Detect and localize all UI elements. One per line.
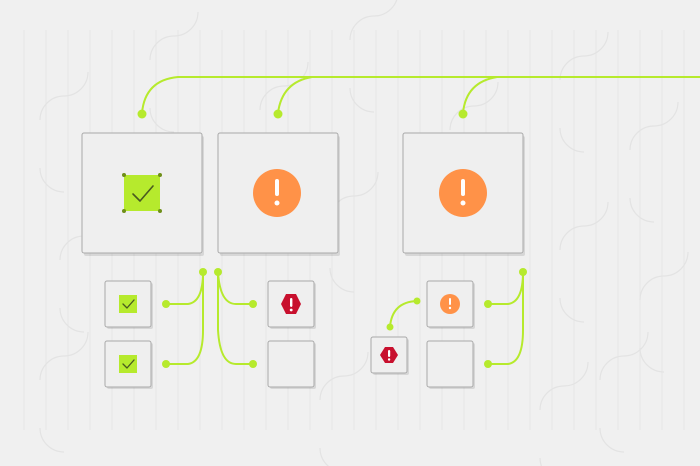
connector-dot: [214, 268, 222, 276]
background-curve: [149, 107, 175, 133]
large-warning-tile-2: [402, 132, 525, 256]
background-curve: [559, 127, 585, 153]
exclamation-circle-icon: [253, 169, 301, 217]
left-group-wire-2: [165, 271, 204, 365]
background-curve: [629, 101, 679, 151]
background-curve: [559, 31, 609, 81]
connector-dot: [519, 268, 527, 276]
small-check-tile-2: [104, 340, 153, 389]
exclamation-octagon-icon: [380, 347, 398, 363]
connector-dot: [458, 109, 468, 119]
background-curve: [539, 361, 589, 411]
background-curve: [39, 331, 89, 381]
large-warning-tile-1: [217, 132, 340, 256]
top-branch-wire-2: [277, 76, 313, 114]
connector-dot: [273, 109, 283, 119]
background-curve: [39, 427, 65, 453]
background-curve: [259, 61, 309, 111]
connector-dot: [162, 360, 170, 368]
right-group-wire-2: [487, 271, 524, 365]
small-error-tile-1: [267, 280, 316, 329]
connector-dot: [249, 360, 257, 368]
background-curve: [39, 71, 89, 121]
background-curve: [319, 351, 369, 401]
background-curve: [149, 11, 199, 61]
connector-dot: [249, 300, 257, 308]
small-error-tile-2: [370, 336, 409, 375]
background-curve: [449, 81, 499, 131]
small-check-tile-1: [104, 280, 153, 329]
background-curve: [319, 447, 330, 466]
top-bus-wire: [141, 76, 700, 114]
small-empty-tile-2: [426, 340, 475, 389]
checkmark-icon: [119, 295, 137, 313]
background-curve: [599, 427, 625, 453]
background-curve: [559, 297, 585, 323]
background-curve: [599, 331, 649, 381]
checkmark-icon: [122, 173, 162, 213]
connector-dot: [484, 360, 492, 368]
background-curve: [639, 347, 665, 373]
small-empty-tile-1: [267, 340, 316, 389]
background-curve: [559, 201, 609, 251]
checkmark-icon: [119, 355, 137, 373]
connector-wires: [141, 76, 700, 365]
exclamation-circle-icon: [439, 169, 487, 217]
background-curve: [59, 307, 85, 333]
background-curve: [349, 0, 398, 41]
connector-dot: [484, 300, 492, 308]
connector-dot: [162, 300, 170, 308]
exclamation-circle-icon: [440, 294, 460, 314]
error-branch-wire: [389, 300, 418, 328]
background-curve: [639, 251, 689, 301]
small-warning-tile: [426, 280, 475, 329]
exclamation-octagon-icon: [281, 294, 301, 314]
top-branch-wire-3: [462, 76, 498, 114]
connector-dot: [413, 297, 421, 305]
large-check-tile: [81, 132, 204, 256]
middle-group-wire-2: [217, 271, 254, 365]
background-curve: [349, 87, 375, 113]
background-curve: [629, 197, 655, 223]
connector-dots: [137, 109, 527, 368]
background-curve: [329, 267, 355, 293]
connector-dot: [199, 268, 207, 276]
background-curve: [539, 457, 543, 466]
background-curve: [39, 167, 65, 193]
connector-dot: [137, 109, 147, 119]
connector-dot: [386, 323, 394, 331]
